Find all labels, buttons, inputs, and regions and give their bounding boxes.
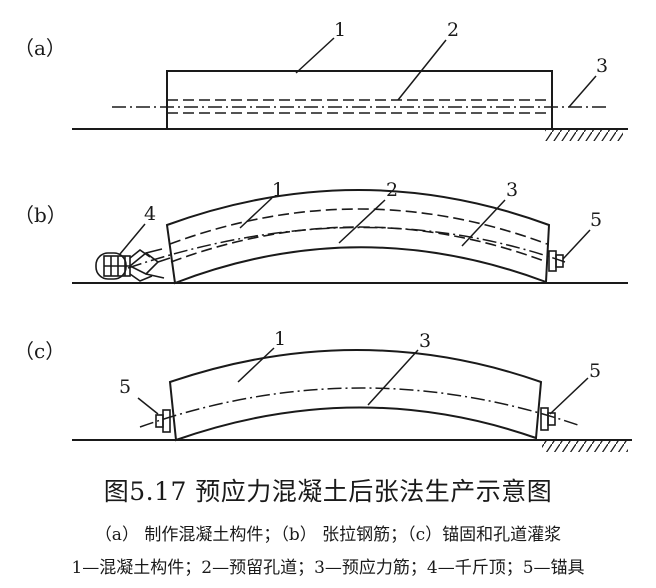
panel-b-callout-5: 5 bbox=[590, 209, 602, 231]
panel-b-anchor-icon bbox=[548, 250, 564, 272]
panel-c-ground-hatch bbox=[542, 441, 628, 452]
panel-a-callout-3: 3 bbox=[596, 55, 608, 77]
jack-icon bbox=[95, 248, 171, 282]
post-tensioning-diagram: （a） 1 2 3 （b） bbox=[14, 19, 632, 452]
panel-b-callout-4: 4 bbox=[144, 203, 156, 225]
panel-a-leader-1 bbox=[295, 37, 335, 74]
panel-b-callout-3: 3 bbox=[506, 179, 518, 201]
panel-a-callout-1: 1 bbox=[334, 19, 346, 41]
panel-c-concrete-member bbox=[168, 349, 543, 442]
panel-b-callout-2: 2 bbox=[386, 179, 398, 201]
panel-a-callout-2: 2 bbox=[447, 19, 459, 41]
panel-c-label: （c） bbox=[14, 339, 65, 363]
panel-c-callout-5-right: 5 bbox=[589, 360, 601, 382]
panel-c-leader-1 bbox=[237, 347, 275, 383]
figure-title: 图5.17 预应力混凝土后张法生产示意图 bbox=[103, 477, 553, 506]
panel-b-leader-1 bbox=[239, 197, 273, 229]
panel-c-leader-3 bbox=[367, 349, 419, 406]
panel-c-tendon bbox=[139, 387, 579, 428]
panel-a-leader-2 bbox=[397, 39, 447, 101]
panel-b-leader-2 bbox=[338, 199, 386, 244]
panel-b-duct-bottom bbox=[170, 226, 548, 263]
panel-a-label: （a） bbox=[14, 36, 66, 60]
panel-b-concrete-member bbox=[165, 189, 551, 285]
panel-a-ground-hatch bbox=[545, 130, 623, 141]
panel-b-leader-3 bbox=[461, 199, 506, 247]
figure-legend: 1—混凝土构件；2—预留孔道；3—预应力筋；4—千斤顶；5—锚具 bbox=[71, 558, 585, 578]
panel-c-leader-5-right bbox=[549, 377, 589, 415]
panel-b-tendon bbox=[127, 226, 566, 269]
panel-b: （b） 1 2 3 bbox=[14, 179, 628, 285]
panel-c-left-anchor-icon bbox=[155, 409, 171, 433]
panel-b-leader-5 bbox=[562, 229, 591, 260]
panel-c-callout-5-left: 5 bbox=[119, 376, 131, 398]
panel-a: （a） 1 2 3 bbox=[14, 19, 628, 141]
panel-c-callout-3: 3 bbox=[419, 330, 431, 352]
panel-c: （c） 1 3 5 5 bbox=[14, 328, 632, 452]
panel-b-callout-1: 1 bbox=[272, 179, 284, 201]
panel-b-leader-4 bbox=[119, 223, 146, 255]
panel-c-leader-5-left bbox=[137, 397, 159, 415]
panel-b-duct-top bbox=[169, 208, 548, 245]
panel-c-callout-1: 1 bbox=[274, 328, 286, 350]
panel-b-label: （b） bbox=[14, 203, 67, 227]
figure-subtitle: （a） 制作混凝土构件；（b） 张拉钢筋；（c）锚固和孔道灌浆 bbox=[94, 525, 562, 545]
panel-a-leader-3 bbox=[568, 75, 597, 108]
